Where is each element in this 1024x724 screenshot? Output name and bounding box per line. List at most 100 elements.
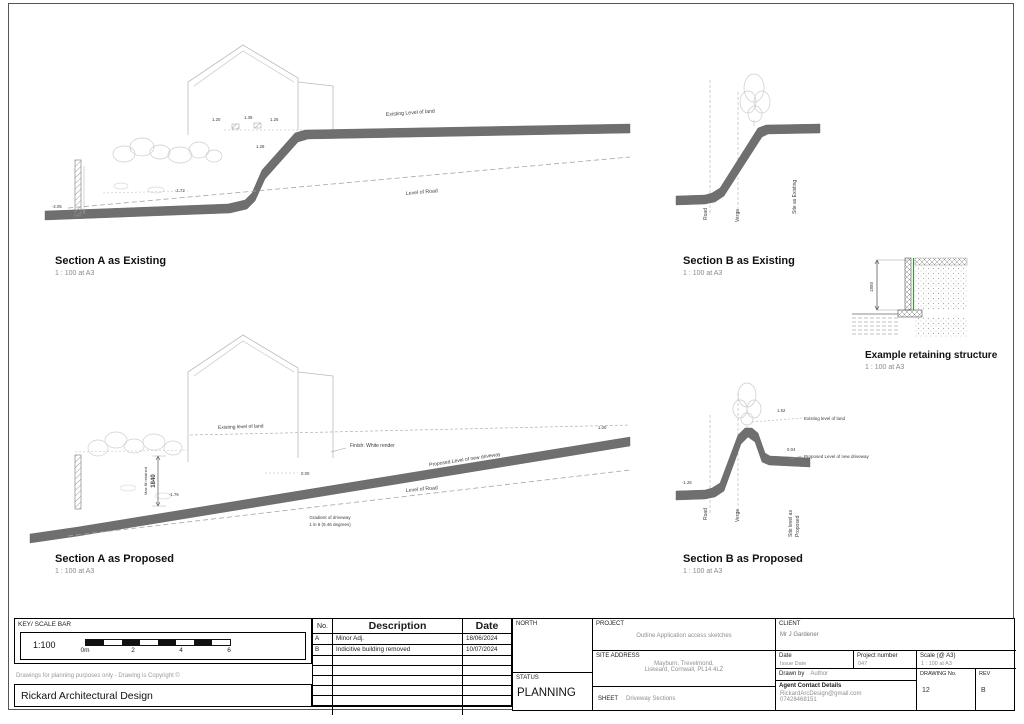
driveway-leader-line <box>789 455 803 460</box>
date-value: Issue Date <box>780 661 807 667</box>
site-address-line2: Liskeard, Cornwall, PL14 4LZ <box>644 667 724 673</box>
section-b-proposed-drawing: Existing level of land Proposed Level of… <box>675 382 870 537</box>
drawn-by-value: Author <box>810 671 829 677</box>
section-a-existing-title: Section A as Existing <box>55 255 167 267</box>
rev-b-no: B <box>313 645 333 655</box>
boundary-wall <box>74 454 82 510</box>
north-label: NORTH <box>516 621 538 627</box>
revision-row-empty <box>313 686 511 696</box>
tree-sketch <box>739 73 771 126</box>
rev-label: REV <box>979 671 991 677</box>
site-address-label: SITE ADDRESS <box>596 653 640 659</box>
ground-existing-band <box>675 123 821 206</box>
label-road: Road <box>703 208 709 220</box>
existing-land-line <box>189 424 631 436</box>
rev-col-no: No. <box>313 619 333 633</box>
render-leader-line <box>330 447 347 453</box>
rev-value: B <box>981 687 986 694</box>
status-label: STATUS <box>516 675 539 681</box>
house-outline <box>187 334 334 462</box>
existing-land-line <box>751 417 803 423</box>
project-number-value: 047 <box>858 661 868 667</box>
section-b-existing-drawing: Road Verge Site as Existing <box>675 73 821 222</box>
soil-below <box>915 317 967 337</box>
vegetation-sketch <box>112 137 223 194</box>
project-info-block: NORTH STATUS PLANNING PROJECT Outline Ap… <box>512 618 1016 711</box>
scale-ratio-label: 1:100 <box>33 640 56 650</box>
maxfill-ext-lines <box>152 455 166 507</box>
dim-text-1840: 1840 <box>151 474 157 488</box>
project-cell: PROJECT Outline Application access sketc… <box>593 619 776 651</box>
retaining-structure-scale: 1 : 100 at A3 <box>865 364 905 371</box>
sheet-border <box>8 3 1014 710</box>
scale-tick-4: 4 <box>179 647 183 654</box>
ground-behind-wall <box>914 257 968 266</box>
label-road-level: Level of Road <box>406 188 439 197</box>
drawing-number-cell: DRAWING No. 12 <box>917 669 976 710</box>
date-cell: Date Issue Date <box>776 651 854 669</box>
label-site-level-2: Proposed <box>795 515 801 537</box>
spot-level-m172: -1.72 <box>175 188 185 193</box>
proposed-ground-band <box>675 427 811 501</box>
section-a-existing-scale: 1 : 100 at A3 <box>55 270 95 277</box>
rev-a-description: Minor Adj. <box>333 634 463 644</box>
scale-bar <box>85 639 231 646</box>
section-a-existing-drawing: Existing Level of land Level of Road 1.2… <box>44 44 631 221</box>
label-gradient-2: 1 in 6 (9.46 degrees) <box>309 522 351 527</box>
label-verge: Verge <box>735 509 741 522</box>
firm-name: Rickard Architectural Design <box>21 690 153 702</box>
status-value: PLANNING <box>517 687 576 699</box>
label-verge: Verge <box>735 209 741 222</box>
revision-row-a: A Minor Adj. 18/06/2024 <box>313 634 511 645</box>
section-b-proposed-scale: 1 : 100 at A3 <box>683 568 723 575</box>
label-existing-land: Existing level of land <box>218 423 264 431</box>
scale-cell-value: 1 : 100 at A3 <box>921 661 952 667</box>
agent-contact-label: Agent Contact Details <box>779 683 842 689</box>
drawing-number-label: DRAWING No. <box>920 671 957 677</box>
label-site-existing: Site as Existing <box>792 180 798 214</box>
section-b-existing-title: Section B as Existing <box>683 255 795 267</box>
scale-cell-label: Scale (@ A3) <box>920 653 956 659</box>
label-site-level-1: Site level as <box>788 510 794 537</box>
project-label: PROJECT <box>596 621 625 627</box>
rev-a-no: A <box>313 634 333 644</box>
project-number-label: Project number <box>857 653 898 659</box>
client-label: CLIENT <box>779 621 801 627</box>
sheet-label: SHEET <box>598 695 619 702</box>
rev-b-description: Indicitive building removed <box>333 645 463 655</box>
drawing-number-value: 12 <box>922 687 930 694</box>
section-a-proposed-scale: 1 : 100 at A3 <box>55 568 95 575</box>
sheet-value: Driveway Sections <box>626 695 676 702</box>
rev-col-description: Description <box>333 619 463 633</box>
retaining-wall-stem <box>904 257 912 311</box>
spot-level-128: 1.28 <box>256 144 265 149</box>
spot-level-152: 1.52 <box>777 408 786 413</box>
scale-cell: Scale (@ A3) 1 : 100 at A3 <box>917 651 1016 669</box>
proposed-driveway-band <box>29 436 631 544</box>
label-finish-render: Finish: White render <box>350 443 395 449</box>
revision-row-empty <box>313 696 511 706</box>
revision-row-empty <box>313 706 511 715</box>
revision-row-empty <box>313 666 511 676</box>
project-number-cell: Project number 047 <box>854 651 917 669</box>
client-value: Mr J Gardener <box>780 632 819 638</box>
ground-hatch-front <box>852 315 898 337</box>
status-cell: STATUS PLANNING <box>513 673 593 710</box>
firm-name-box: Rickard Architectural Design <box>14 684 312 707</box>
rev-b-date: 10/07/2024 <box>466 646 498 653</box>
sheet-cell: SHEET Driveway Sections <box>593 687 776 710</box>
bench-wall-1 <box>231 123 240 130</box>
rev-col-date: Date <box>475 620 499 632</box>
key-scalebar-box: KEY/ SCALE BAR 1:100 0m 2 4 6 <box>14 618 312 664</box>
site-address-line1: Mayburn, Trevelmond, <box>654 661 714 667</box>
scale-tick-0: 0m <box>80 647 90 654</box>
road-level-line <box>67 469 631 537</box>
key-scalebar-label: KEY/ SCALE BAR <box>18 621 72 628</box>
spot-level-004: 0.04 <box>787 447 796 452</box>
site-address-cell: SITE ADDRESS Mayburn, Trevelmond, Liskea… <box>593 651 776 687</box>
label-max-fill: Max fill retained <box>143 467 148 495</box>
garden-datum-line <box>74 449 189 453</box>
retaining-structure-drawing: 1850 <box>852 257 968 337</box>
disclaimer-text: Drawings for planning purposes only - Dr… <box>16 673 180 679</box>
